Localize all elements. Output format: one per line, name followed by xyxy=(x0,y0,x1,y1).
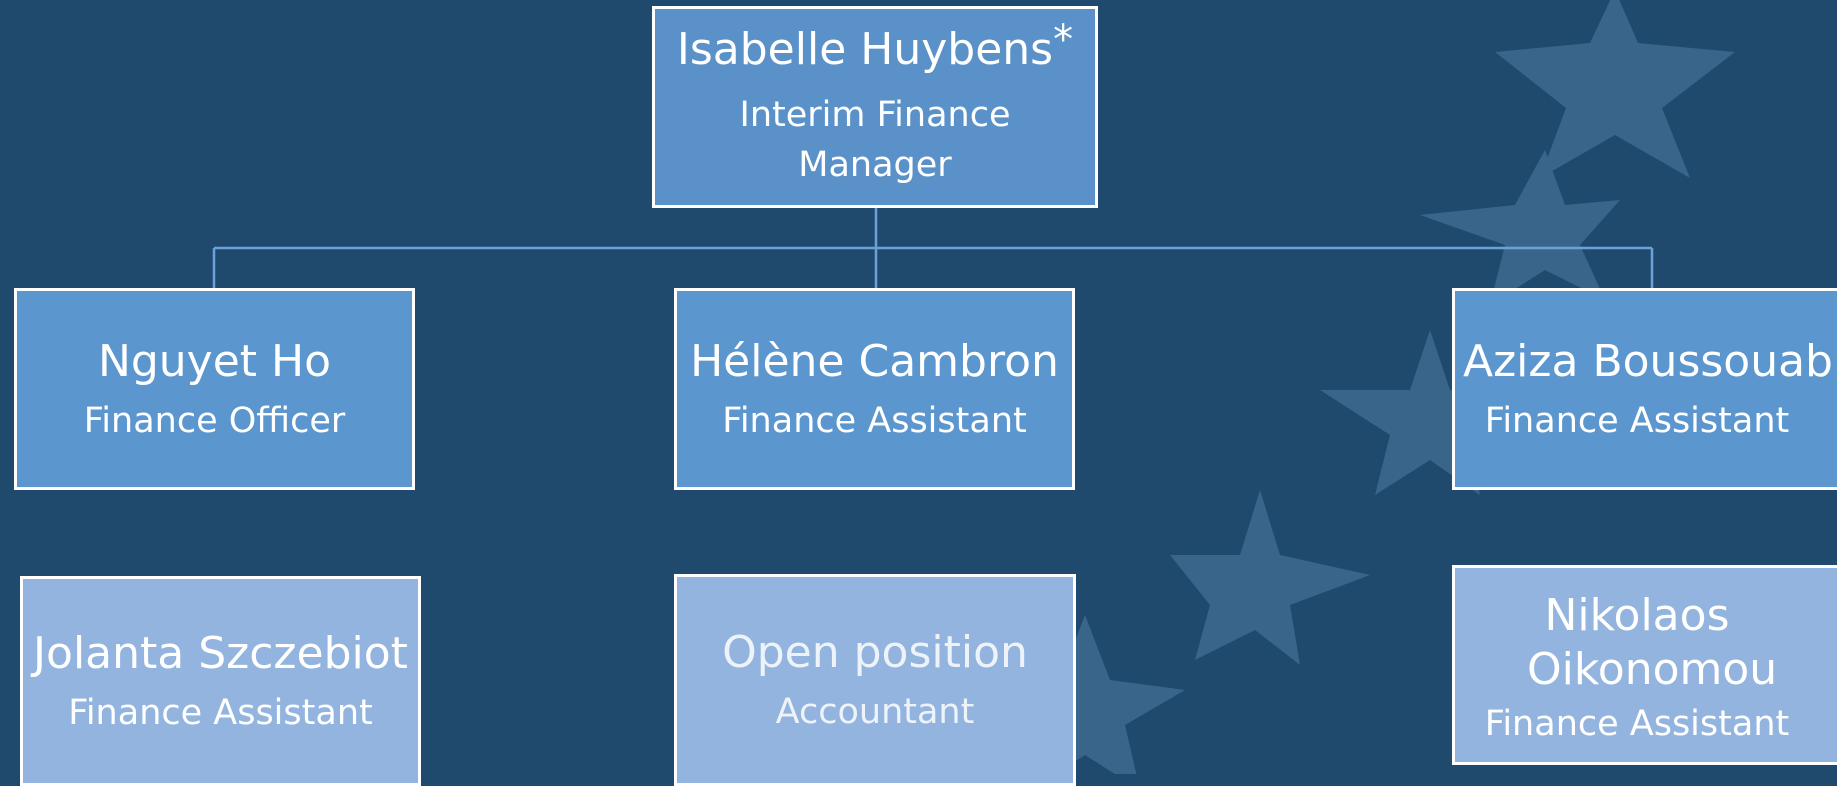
star-shape xyxy=(1420,150,1620,305)
node-name: Aziza Boussouab xyxy=(1462,336,1833,387)
node-name: Open position xyxy=(722,627,1028,678)
node-aziza-boussouab: Aziza Boussouab Finance Assistant xyxy=(1452,288,1837,490)
star-shape xyxy=(1495,0,1735,178)
node-name: Isabelle Huybens* xyxy=(676,17,1073,76)
node-interim-finance-manager: Isabelle Huybens* Interim Finance Manage… xyxy=(652,6,1098,208)
node-name: Nguyet Ho xyxy=(97,336,332,387)
node-jolanta-szczebiot: Jolanta Szczebiot Finance Assistant xyxy=(20,576,421,786)
node-nikolaos-oikonomou: Nikolaos Oikonomou Finance Assistant xyxy=(1452,565,1837,765)
node-open-position: Open position Accountant xyxy=(674,574,1076,786)
asterisk-note: * xyxy=(1053,17,1074,63)
node-role: Finance Assistant xyxy=(722,401,1027,441)
star-shape xyxy=(1170,490,1370,665)
node-role: Finance Assistant xyxy=(68,693,373,733)
node-name: Hélène Cambron xyxy=(690,336,1059,387)
star-shape xyxy=(985,615,1185,774)
person-name: Isabelle Huybens xyxy=(676,24,1054,75)
node-role: Accountant xyxy=(775,692,975,732)
node-nguyet-ho: Nguyet Ho Finance Officer xyxy=(14,288,415,490)
node-role: Finance Assistant xyxy=(1484,704,1790,744)
node-role: Finance Officer xyxy=(83,401,346,441)
node-name: Jolanta Szczebiot xyxy=(33,628,408,679)
node-role: Finance Assistant xyxy=(1484,401,1790,441)
node-role: Interim Finance Manager xyxy=(739,95,1011,185)
node-helene-cambron: Hélène Cambron Finance Assistant xyxy=(674,288,1075,490)
node-name: Nikolaos Oikonomou xyxy=(1527,590,1778,695)
